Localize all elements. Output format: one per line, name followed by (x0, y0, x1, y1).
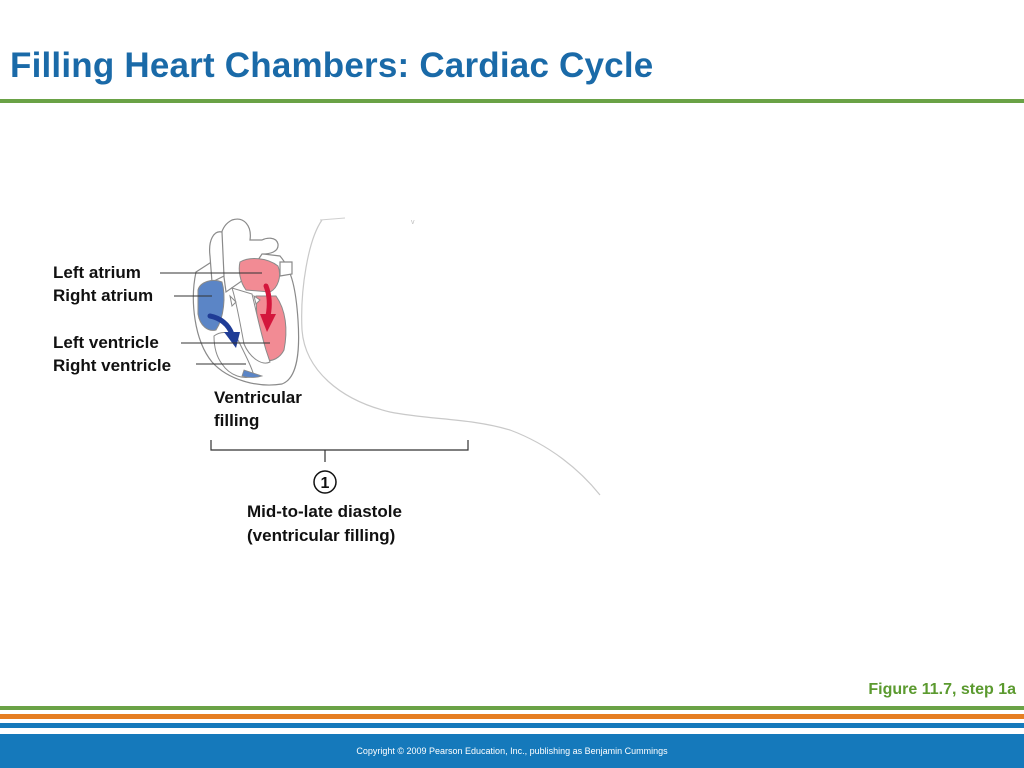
step-title-line2: (ventricular filling) (247, 526, 396, 545)
step-number: 1 (321, 475, 330, 492)
step-number-circle (313, 470, 337, 494)
footer-stripe-blue (0, 723, 1024, 728)
phase-bracket (210, 440, 469, 462)
background-trace-curve (301, 219, 601, 496)
footer-bar: Copyright © 2009 Pearson Education, Inc.… (0, 734, 1024, 768)
footer-stripe-orange (0, 714, 1024, 719)
left-atrium-chamber (238, 258, 281, 293)
valve-flaps (229, 294, 261, 308)
background-trace-mark: v (411, 219, 415, 226)
phase-label-line1: Ventricular (214, 388, 302, 407)
right-ventricle-blood (241, 369, 264, 378)
right-atrium-chamber (197, 279, 225, 331)
red-flow-arrow-shaft (263, 283, 272, 319)
step-title-line1: Mid-to-late diastole (247, 502, 402, 521)
red-flow-arrowhead (260, 314, 276, 332)
slide-title: Filling Heart Chambers: Cardiac Cycle (10, 46, 654, 85)
label-leader-lines (160, 272, 270, 365)
footer-stripe-green (0, 706, 1024, 710)
label-right-ventricle: Right ventricle (53, 356, 172, 375)
label-right-atrium: Right atrium (53, 286, 154, 305)
copyright-text: Copyright © 2009 Pearson Education, Inc.… (356, 746, 668, 756)
figure-reference: Figure 11.7, step 1a (868, 681, 1016, 698)
blue-flow-arrowhead (224, 332, 240, 348)
background-trace-top (319, 217, 346, 221)
phase-label-line2: filling (214, 411, 260, 430)
blue-flow-arrow-shaft (207, 313, 235, 337)
septum (231, 287, 271, 364)
title-divider (0, 99, 1024, 103)
label-left-atrium: Left atrium (53, 263, 141, 282)
label-left-ventricle: Left ventricle (53, 333, 159, 352)
